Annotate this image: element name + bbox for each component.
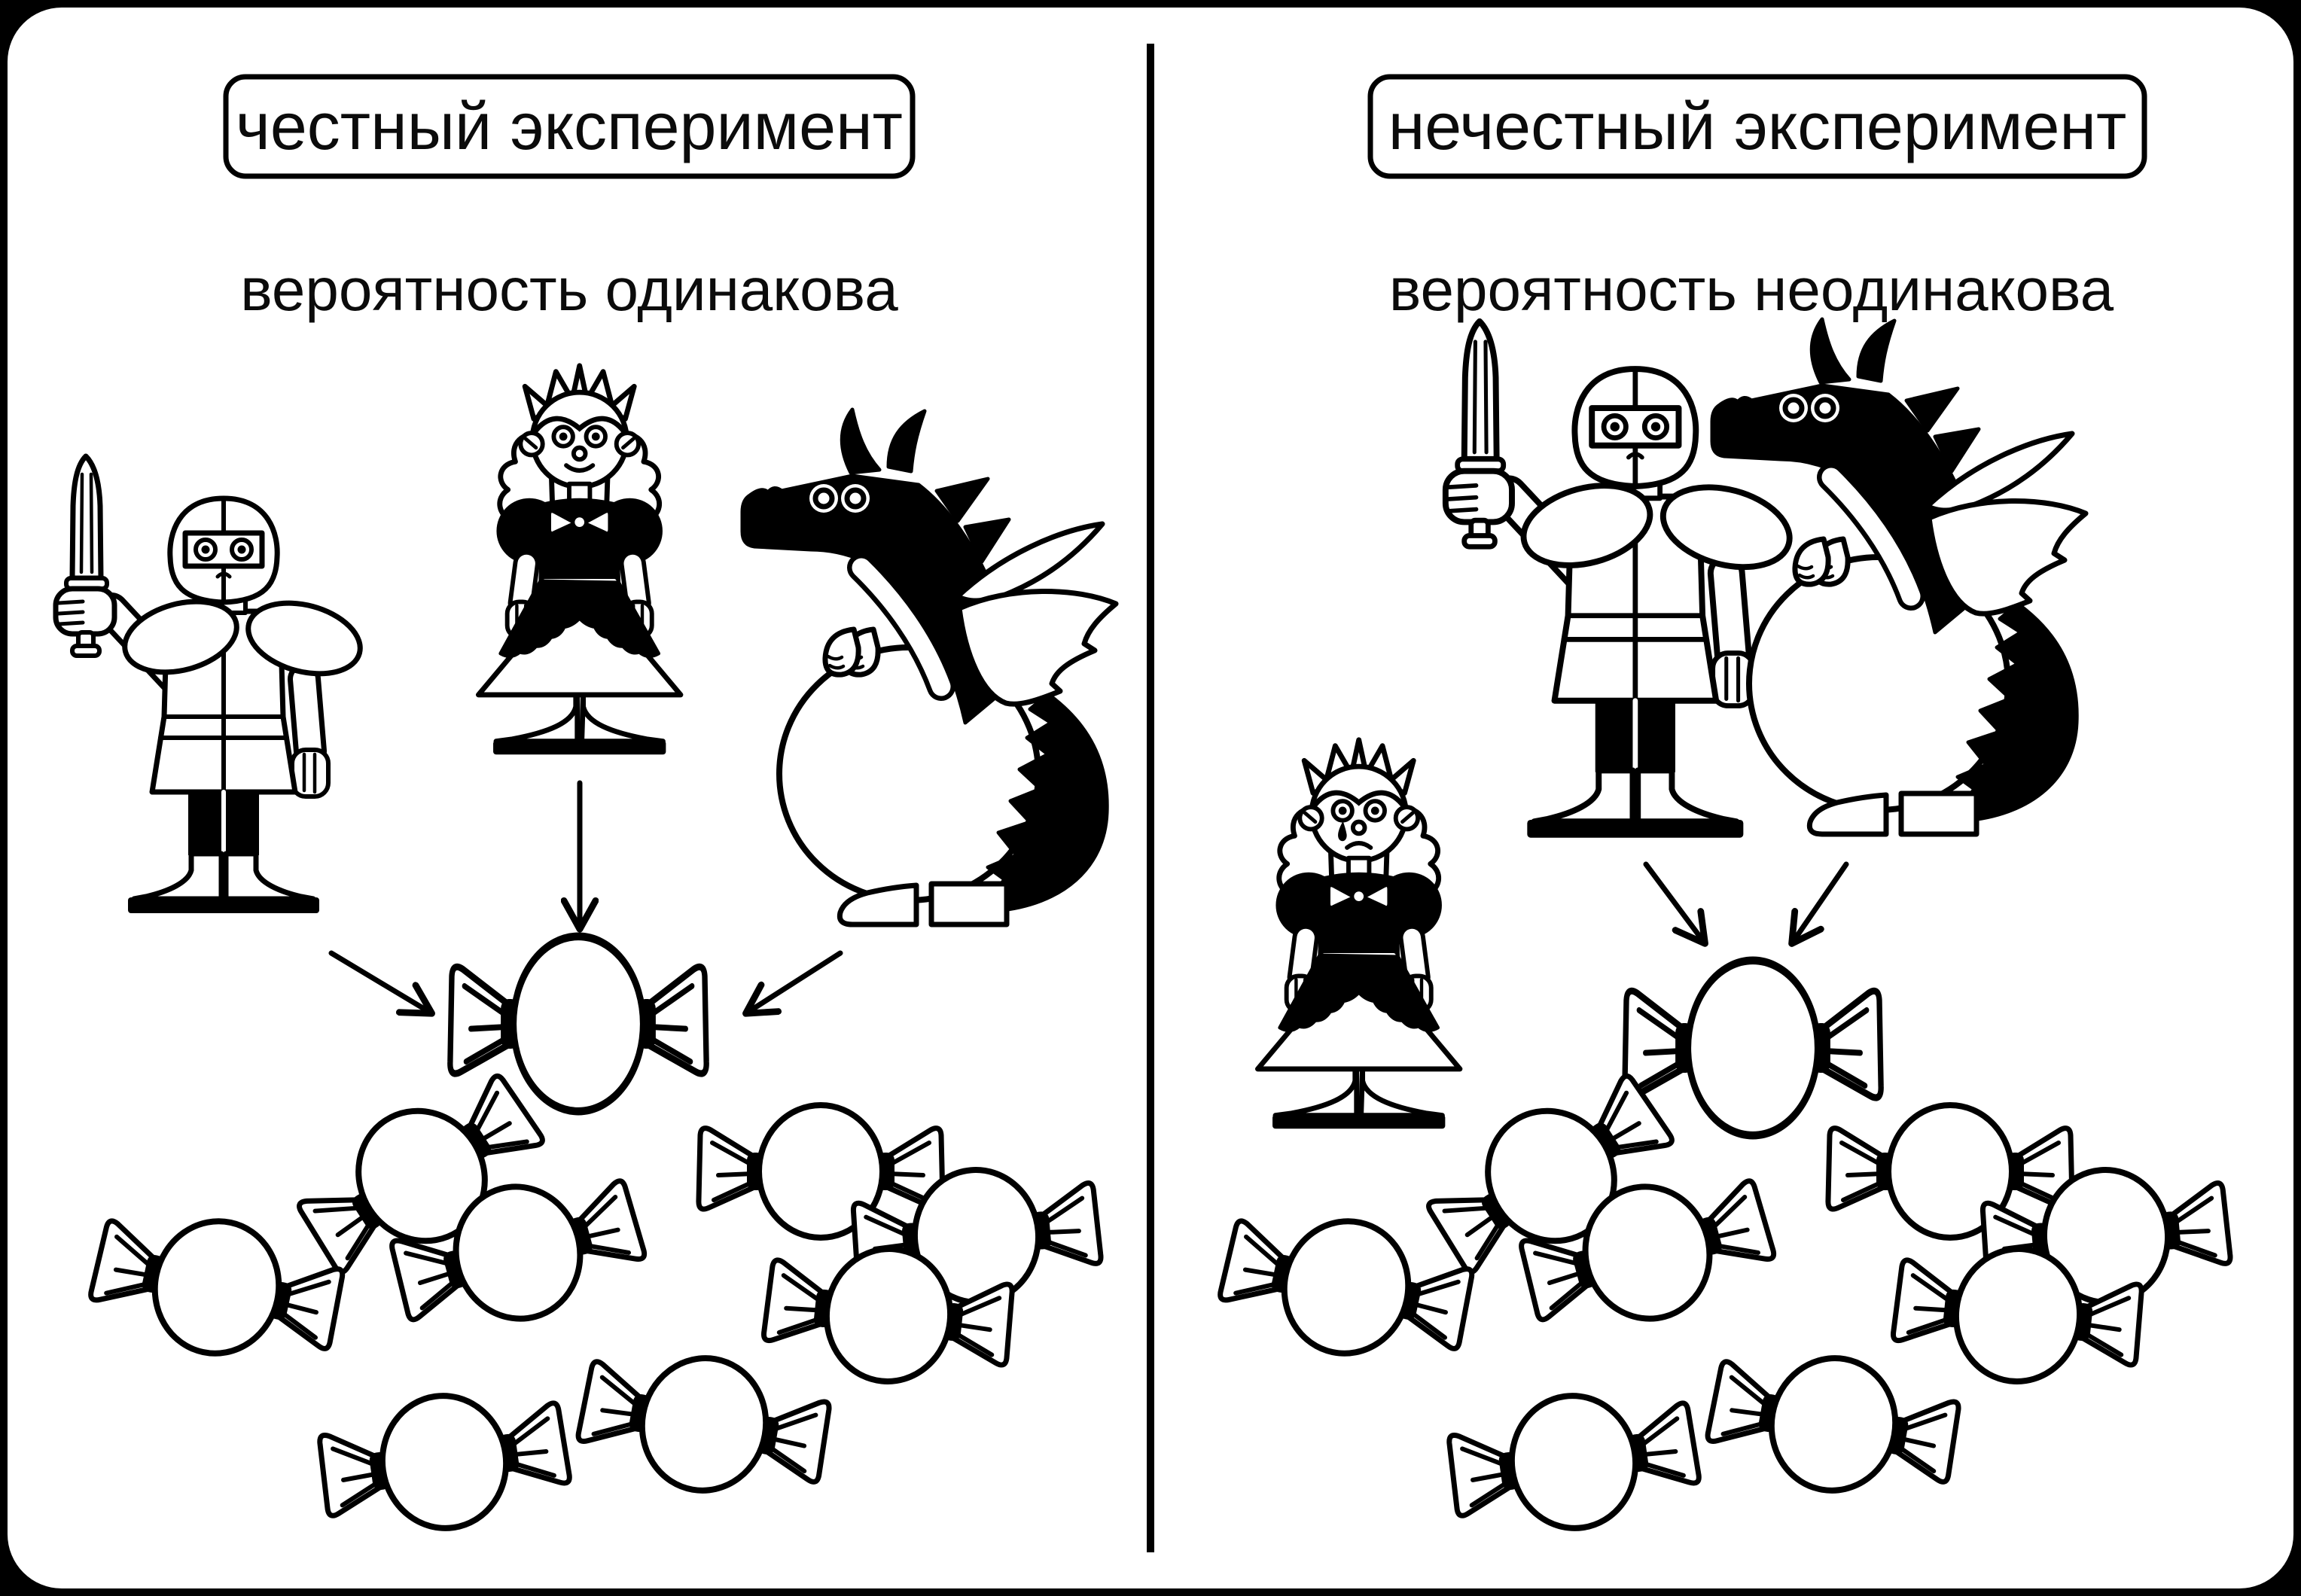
arrow-knight-to-candy bbox=[1643, 861, 1703, 941]
candy-icon bbox=[699, 1105, 943, 1238]
arrows-unfair bbox=[1643, 861, 1849, 941]
title-box-fair bbox=[223, 74, 916, 179]
princess-figure-fair bbox=[478, 366, 681, 754]
target-candy-icon bbox=[1625, 961, 1881, 1135]
title-fair: честный эксперимент bbox=[236, 89, 903, 163]
candy-icon bbox=[1443, 1379, 1703, 1544]
arrow-dragon-to-candy bbox=[1794, 861, 1849, 941]
arrow-dragon-to-candy bbox=[748, 950, 843, 1012]
dragon-figure-fair bbox=[742, 410, 1116, 924]
arrows-fair bbox=[328, 780, 843, 1012]
princess-figure-unfair-sad bbox=[1257, 740, 1460, 1128]
dragon-figure-unfair bbox=[1712, 319, 2086, 834]
candy-icon bbox=[572, 1338, 836, 1511]
panel-unfair: нечестный эксперимент вероятность неодин… bbox=[1213, 74, 2233, 1545]
subtitle-fair: вероятность одинакова bbox=[240, 256, 898, 323]
knight-figure-fair bbox=[56, 456, 368, 913]
candy-icon bbox=[1702, 1338, 1965, 1511]
subtitle-unfair: вероятность неодинакова bbox=[1389, 256, 2114, 323]
princess-tear bbox=[1338, 821, 1347, 842]
arrow-knight-to-candy bbox=[328, 950, 429, 1012]
candy-icon bbox=[1828, 1105, 2072, 1238]
candy-pool-fair bbox=[84, 1054, 1104, 1545]
princess-frown bbox=[1345, 841, 1373, 850]
panel-fair: честный эксперимент вероятность одинаков… bbox=[56, 74, 1116, 1545]
princess-smile bbox=[564, 463, 596, 473]
title-box-unfair bbox=[1367, 74, 2147, 179]
title-unfair: нечестный эксперимент bbox=[1388, 89, 2127, 163]
candy-icon bbox=[314, 1379, 574, 1544]
